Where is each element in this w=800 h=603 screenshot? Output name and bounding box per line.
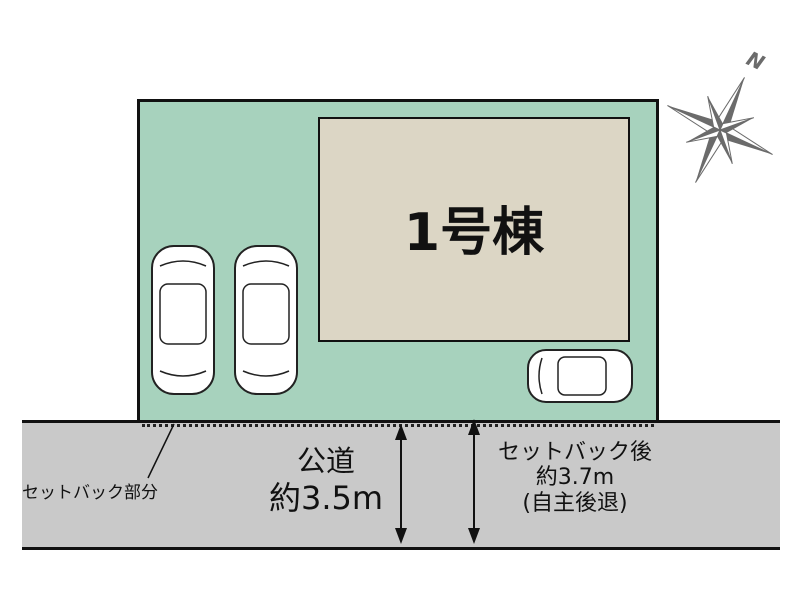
setback-width-arrow (468, 419, 480, 544)
setback-label: セットバック部分 (22, 483, 158, 503)
compass-rose-icon (667, 77, 773, 183)
setback-line (142, 424, 654, 427)
leader-line (147, 423, 175, 479)
road-name: 公道 (296, 444, 355, 478)
building-footprint (318, 117, 630, 342)
car-icon (527, 349, 633, 403)
setback-after-width: 約3.7m (535, 465, 615, 491)
car-icon (151, 245, 215, 395)
setback-after-note: (自主後退) (522, 490, 628, 516)
building-label: 1号棟 (403, 203, 545, 263)
car-icon (234, 245, 298, 395)
setback-after-label: セットバック後 (497, 440, 652, 465)
setback-after-info: セットバック後 約3.7m (自主後退) (480, 440, 670, 516)
road-width: 約3.5m (268, 479, 384, 517)
road-width-arrow (395, 424, 407, 544)
